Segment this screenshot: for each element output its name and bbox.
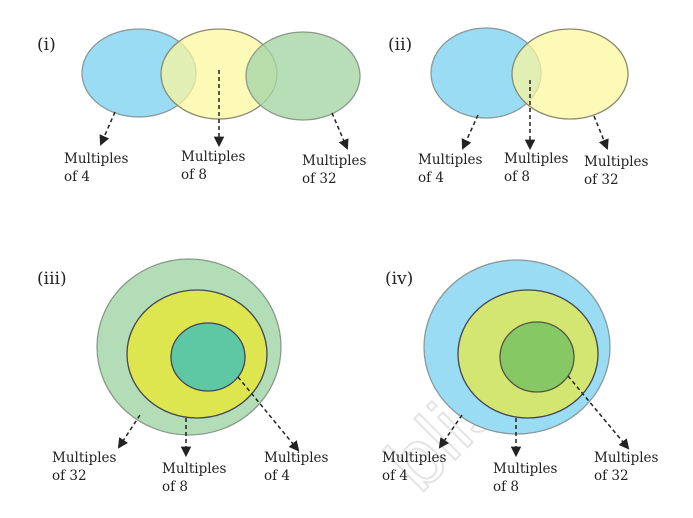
set-label: Multiples (162, 461, 227, 477)
panel-iv: (iv) Multiples of 4 Multiples of 8 Multi… (382, 259, 659, 495)
arrow (461, 114, 479, 150)
set-label: Multiples (584, 154, 649, 170)
panel-label: (iv) (385, 269, 413, 289)
set-label: of 8 (162, 479, 188, 495)
set-multiples-of-32 (245, 31, 361, 121)
set-label: of 8 (181, 167, 207, 183)
set-label: of 32 (594, 468, 629, 484)
set-label: of 8 (493, 479, 519, 495)
set-label: of 4 (418, 170, 444, 186)
arrow (117, 414, 141, 449)
set-label: of 32 (584, 172, 619, 188)
arrow (593, 115, 609, 150)
set-label: of 8 (504, 169, 530, 185)
set-label: of 32 (302, 171, 337, 187)
set-label: of 4 (64, 169, 90, 185)
panel-iii: (iii) Multiples of 32 Multiples of 8 Mul… (37, 258, 329, 495)
arrow (567, 375, 630, 450)
arrow (331, 112, 349, 150)
set-label: of 4 (264, 468, 290, 484)
set-label: Multiples (594, 450, 659, 466)
panel-ii: (ii) Multiples of 4 Multiples of 8 Multi… (388, 27, 649, 188)
arrow (99, 111, 116, 146)
set-label: Multiples (302, 153, 367, 169)
set-multiples-of-32 (499, 321, 575, 393)
set-label: Multiples (264, 450, 329, 466)
set-label: of 4 (382, 468, 408, 484)
set-label: Multiples (64, 151, 129, 167)
set-label: of 32 (52, 468, 87, 484)
set-label: Multiples (493, 461, 558, 477)
panel-label: (ii) (388, 35, 412, 55)
panel-label: (i) (37, 35, 56, 55)
panel-i: (i) Multiples of 4 Multiples of 8 Multip… (37, 28, 367, 187)
set-multiples-of-4 (170, 322, 246, 392)
set-label: Multiples (382, 450, 447, 466)
set-multiples-of-32 (511, 28, 629, 120)
set-label: Multiples (418, 152, 483, 168)
set-label: Multiples (181, 149, 246, 165)
set-label: Multiples (504, 151, 569, 167)
arrow (237, 376, 300, 452)
panel-label: (iii) (37, 269, 67, 289)
set-label: Multiples (52, 450, 117, 466)
